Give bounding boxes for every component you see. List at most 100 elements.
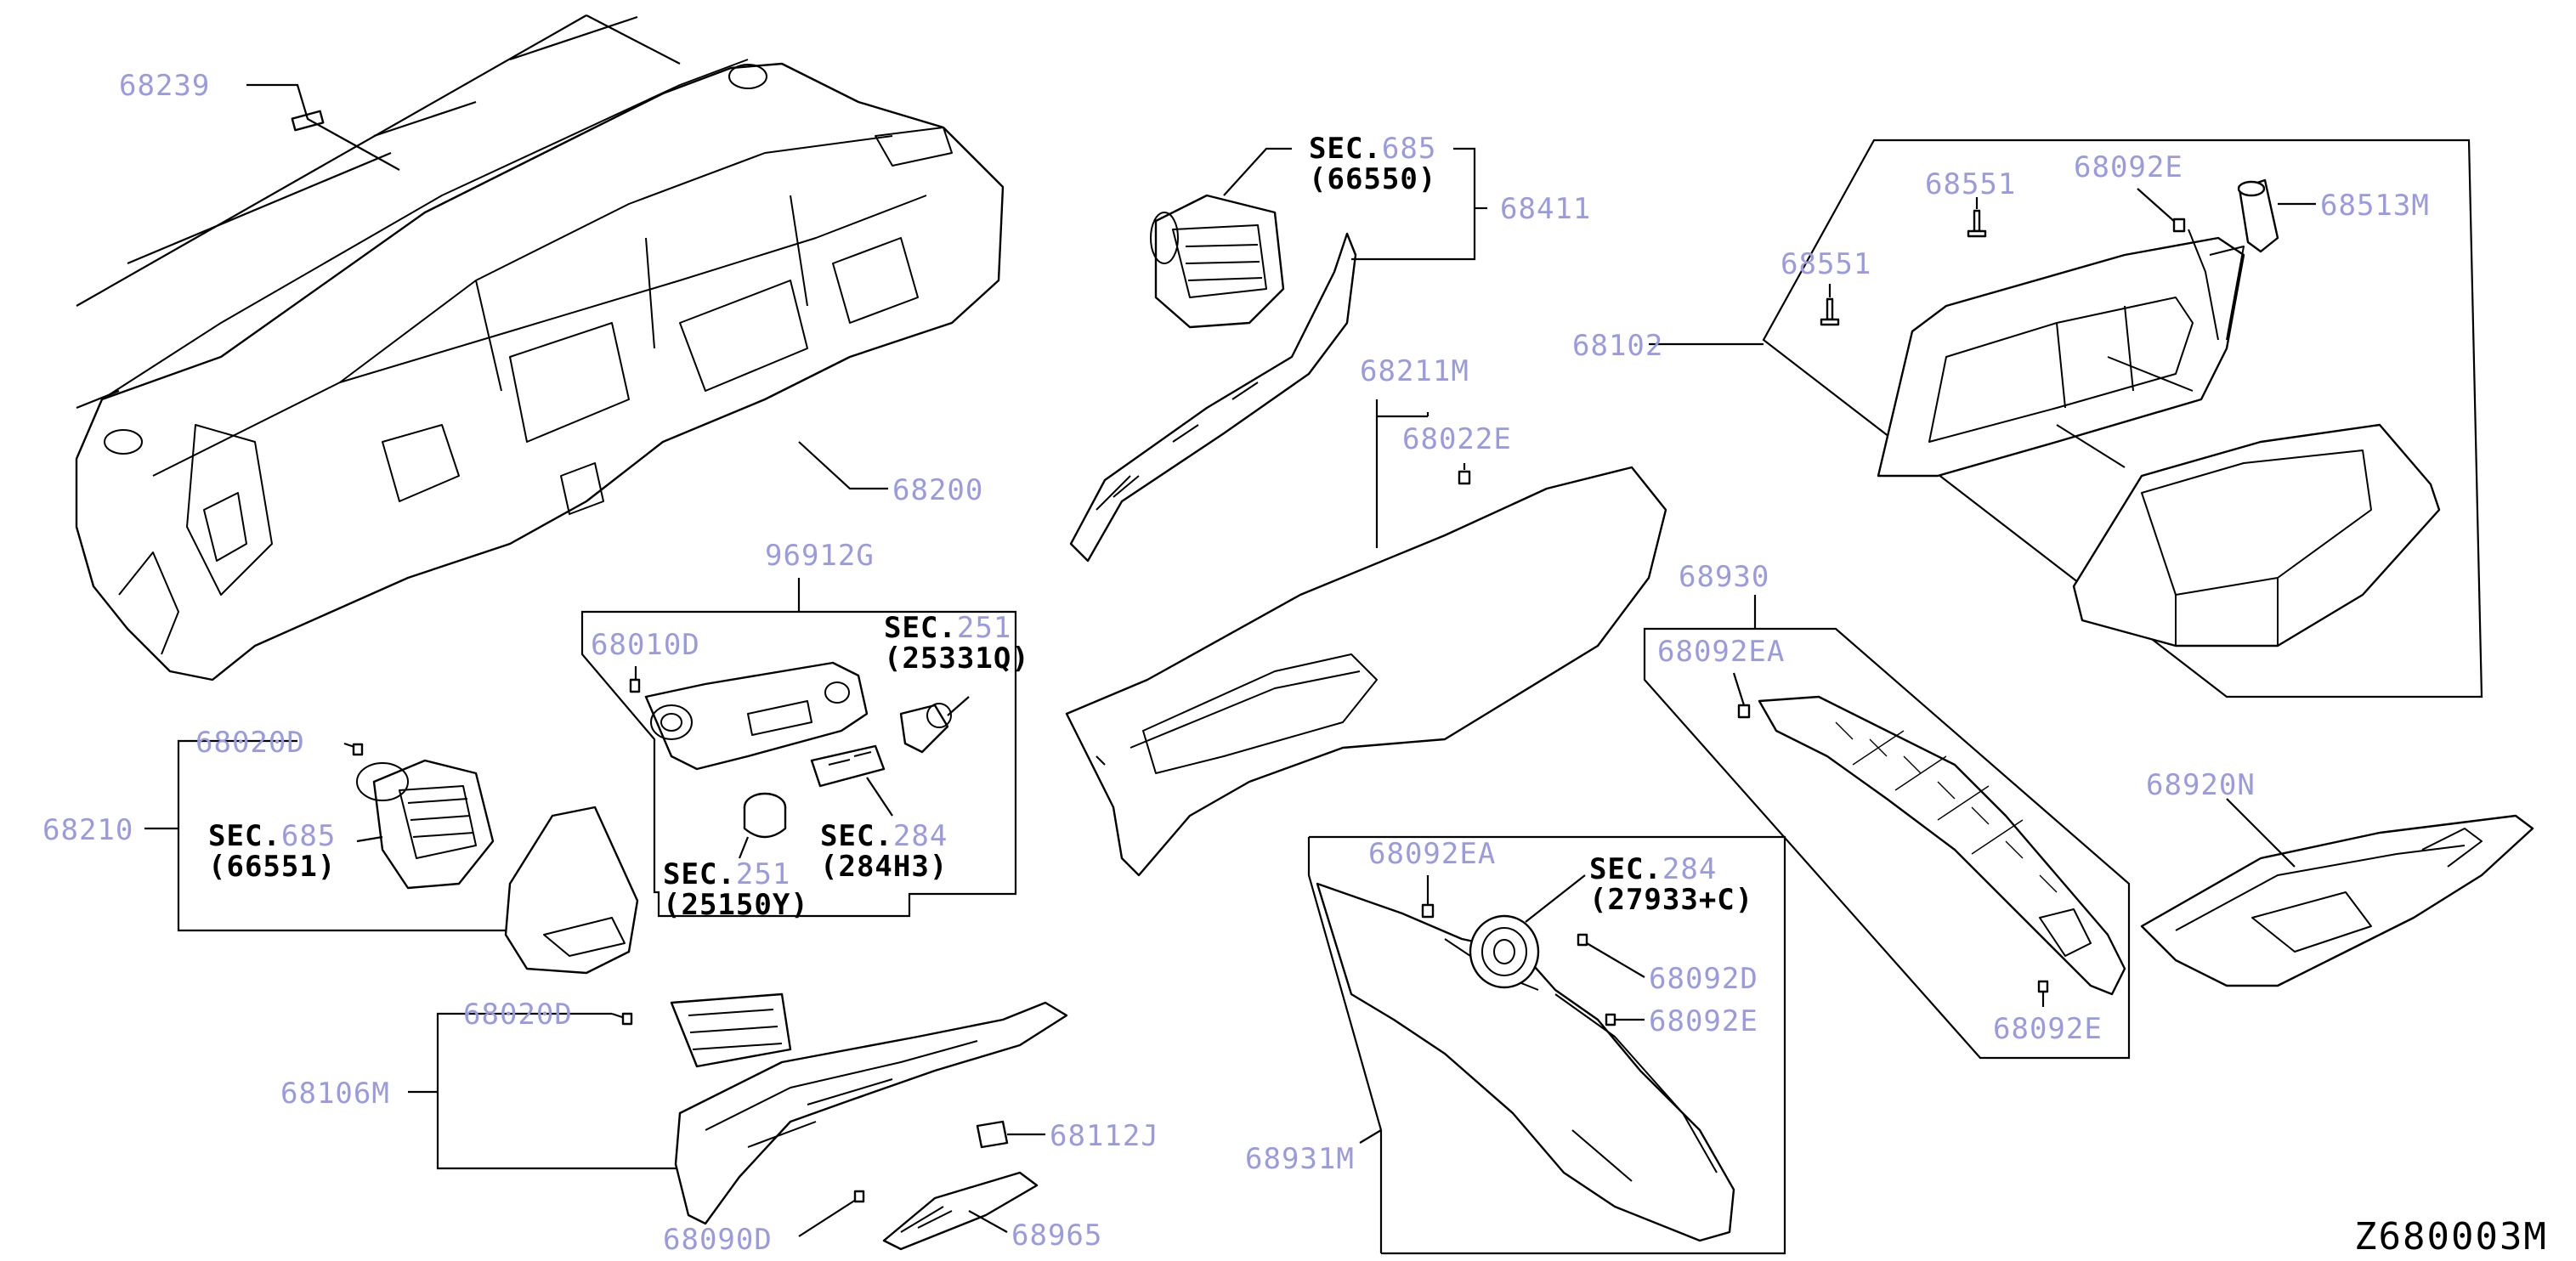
- diagram-code: Z680003M: [2354, 1215, 2548, 1258]
- section-ref: (27933+C): [1589, 883, 1753, 917]
- lower-panel-68106M: [670, 992, 1068, 1225]
- part-label: 96912G: [765, 539, 875, 573]
- section-ref: SEC.251: [663, 857, 790, 891]
- part-label: 68092EA: [1368, 837, 1496, 871]
- clip-part: [853, 1190, 865, 1203]
- damper-68513M: [2238, 178, 2279, 253]
- part-label: 68513M: [2320, 189, 2430, 223]
- guide-line: [373, 100, 477, 138]
- clip-part: [1458, 470, 1471, 485]
- part-label: 68551: [1925, 167, 2016, 201]
- part-label: 68022E: [1402, 422, 1512, 456]
- instrument-panel-assembly: [75, 59, 1005, 681]
- leader-line: [1375, 415, 1428, 548]
- part-label: 68092E: [1993, 1012, 2103, 1046]
- screw-68551-b: [1820, 297, 1840, 326]
- vent-assembly-66550: [1150, 194, 1285, 329]
- part-label: 68920N: [2146, 768, 2256, 802]
- group-outline-68210: [177, 739, 518, 932]
- leader-line: [1351, 147, 1476, 261]
- part-label: 68931M: [1245, 1142, 1355, 1176]
- leader-line: [798, 1197, 859, 1237]
- guide-line: [127, 151, 392, 265]
- leader-line: [1307, 837, 1383, 1131]
- clip-part: [1737, 704, 1751, 719]
- section-ref: (25150Y): [663, 888, 809, 922]
- group-outline-96912G: [580, 610, 1017, 918]
- damper-cord: [2188, 229, 2219, 341]
- part-label: 68200: [892, 473, 983, 507]
- guide-line: [586, 14, 681, 65]
- leader-line: [2137, 188, 2177, 223]
- guide-line: [76, 389, 120, 410]
- group-outline-68930: [1643, 627, 2131, 1060]
- clip-part: [2037, 980, 2049, 993]
- section-ref: SEC.284: [820, 819, 948, 853]
- side-vent-66551: [356, 759, 495, 890]
- guide-line: [76, 14, 587, 307]
- clip-part: [2172, 218, 2186, 233]
- button-25150Y: [743, 792, 787, 839]
- clip-part: [1605, 1013, 1616, 1026]
- section-ref: (284H3): [820, 850, 948, 884]
- switch-panel: [644, 661, 869, 771]
- part-label: 68211M: [1360, 354, 1469, 388]
- part-label: 68010D: [591, 628, 700, 662]
- leader-line: [356, 835, 383, 843]
- leader-line: [866, 777, 893, 817]
- section-ref: SEC.685: [208, 819, 336, 853]
- part-label: 68102: [1572, 329, 1663, 363]
- clip-part: [629, 678, 641, 693]
- section-ref: (66550): [1309, 162, 1436, 196]
- glove-box-lid: [1877, 236, 2245, 478]
- part-label: 68106M: [280, 1077, 390, 1111]
- section-ref: (66551): [208, 850, 336, 884]
- leader-line: [1732, 672, 1746, 706]
- section-ref: SEC.284: [1589, 852, 1717, 886]
- knob-25331Q: [899, 703, 952, 754]
- part-label: 68551: [1781, 247, 1871, 281]
- section-ref: SEC.251: [884, 611, 1011, 645]
- part-label: 68112J: [1050, 1119, 1159, 1153]
- clip-68112J: [976, 1120, 1009, 1149]
- part-label: 68411: [1500, 192, 1591, 226]
- leader-line: [1586, 942, 1645, 978]
- part-label: 68092E: [1649, 1004, 1758, 1038]
- part-label: 68930: [1679, 560, 1769, 594]
- part-label: 68965: [1011, 1219, 1102, 1253]
- part-label: 68090D: [663, 1223, 773, 1257]
- leader-line: [947, 696, 970, 716]
- tray-68920N: [2140, 814, 2534, 987]
- speaker-27933: [1469, 914, 1540, 989]
- part-label: 68020D: [195, 726, 305, 760]
- leader-line: [798, 441, 888, 490]
- section-ref: (25331Q): [884, 642, 1030, 676]
- glove-box-bin: [2072, 423, 2441, 647]
- trim-strip-68411: [1069, 232, 1357, 563]
- part-label: 68092EA: [1657, 635, 1785, 669]
- side-panel-cover: [504, 806, 639, 975]
- clip-part: [1577, 933, 1588, 947]
- leader-line: [2226, 798, 2296, 868]
- leader-line: [968, 1210, 1008, 1233]
- leader-line: [246, 83, 400, 171]
- clip-part: [352, 743, 364, 756]
- leader-line: [1223, 147, 1292, 196]
- usb-284H3: [810, 744, 886, 788]
- leader-line: [738, 836, 750, 859]
- group-outline-68931M: [1309, 835, 1786, 1255]
- part-label: 68092D: [1649, 962, 1758, 996]
- trim-68965: [882, 1171, 1039, 1251]
- leader-line: [1359, 1129, 1382, 1144]
- part-label: 68239: [119, 69, 210, 103]
- part-label: 68092E: [2074, 150, 2183, 184]
- part-label: 68020D: [463, 998, 573, 1032]
- screw-68551-a: [1967, 209, 1987, 238]
- part-label: 68210: [42, 813, 133, 847]
- section-ref: SEC.685: [1309, 132, 1436, 166]
- clip-part: [291, 110, 325, 132]
- leader-line: [1525, 874, 1586, 923]
- guide-line: [509, 15, 638, 61]
- kick-panel-68930: [1758, 695, 2126, 996]
